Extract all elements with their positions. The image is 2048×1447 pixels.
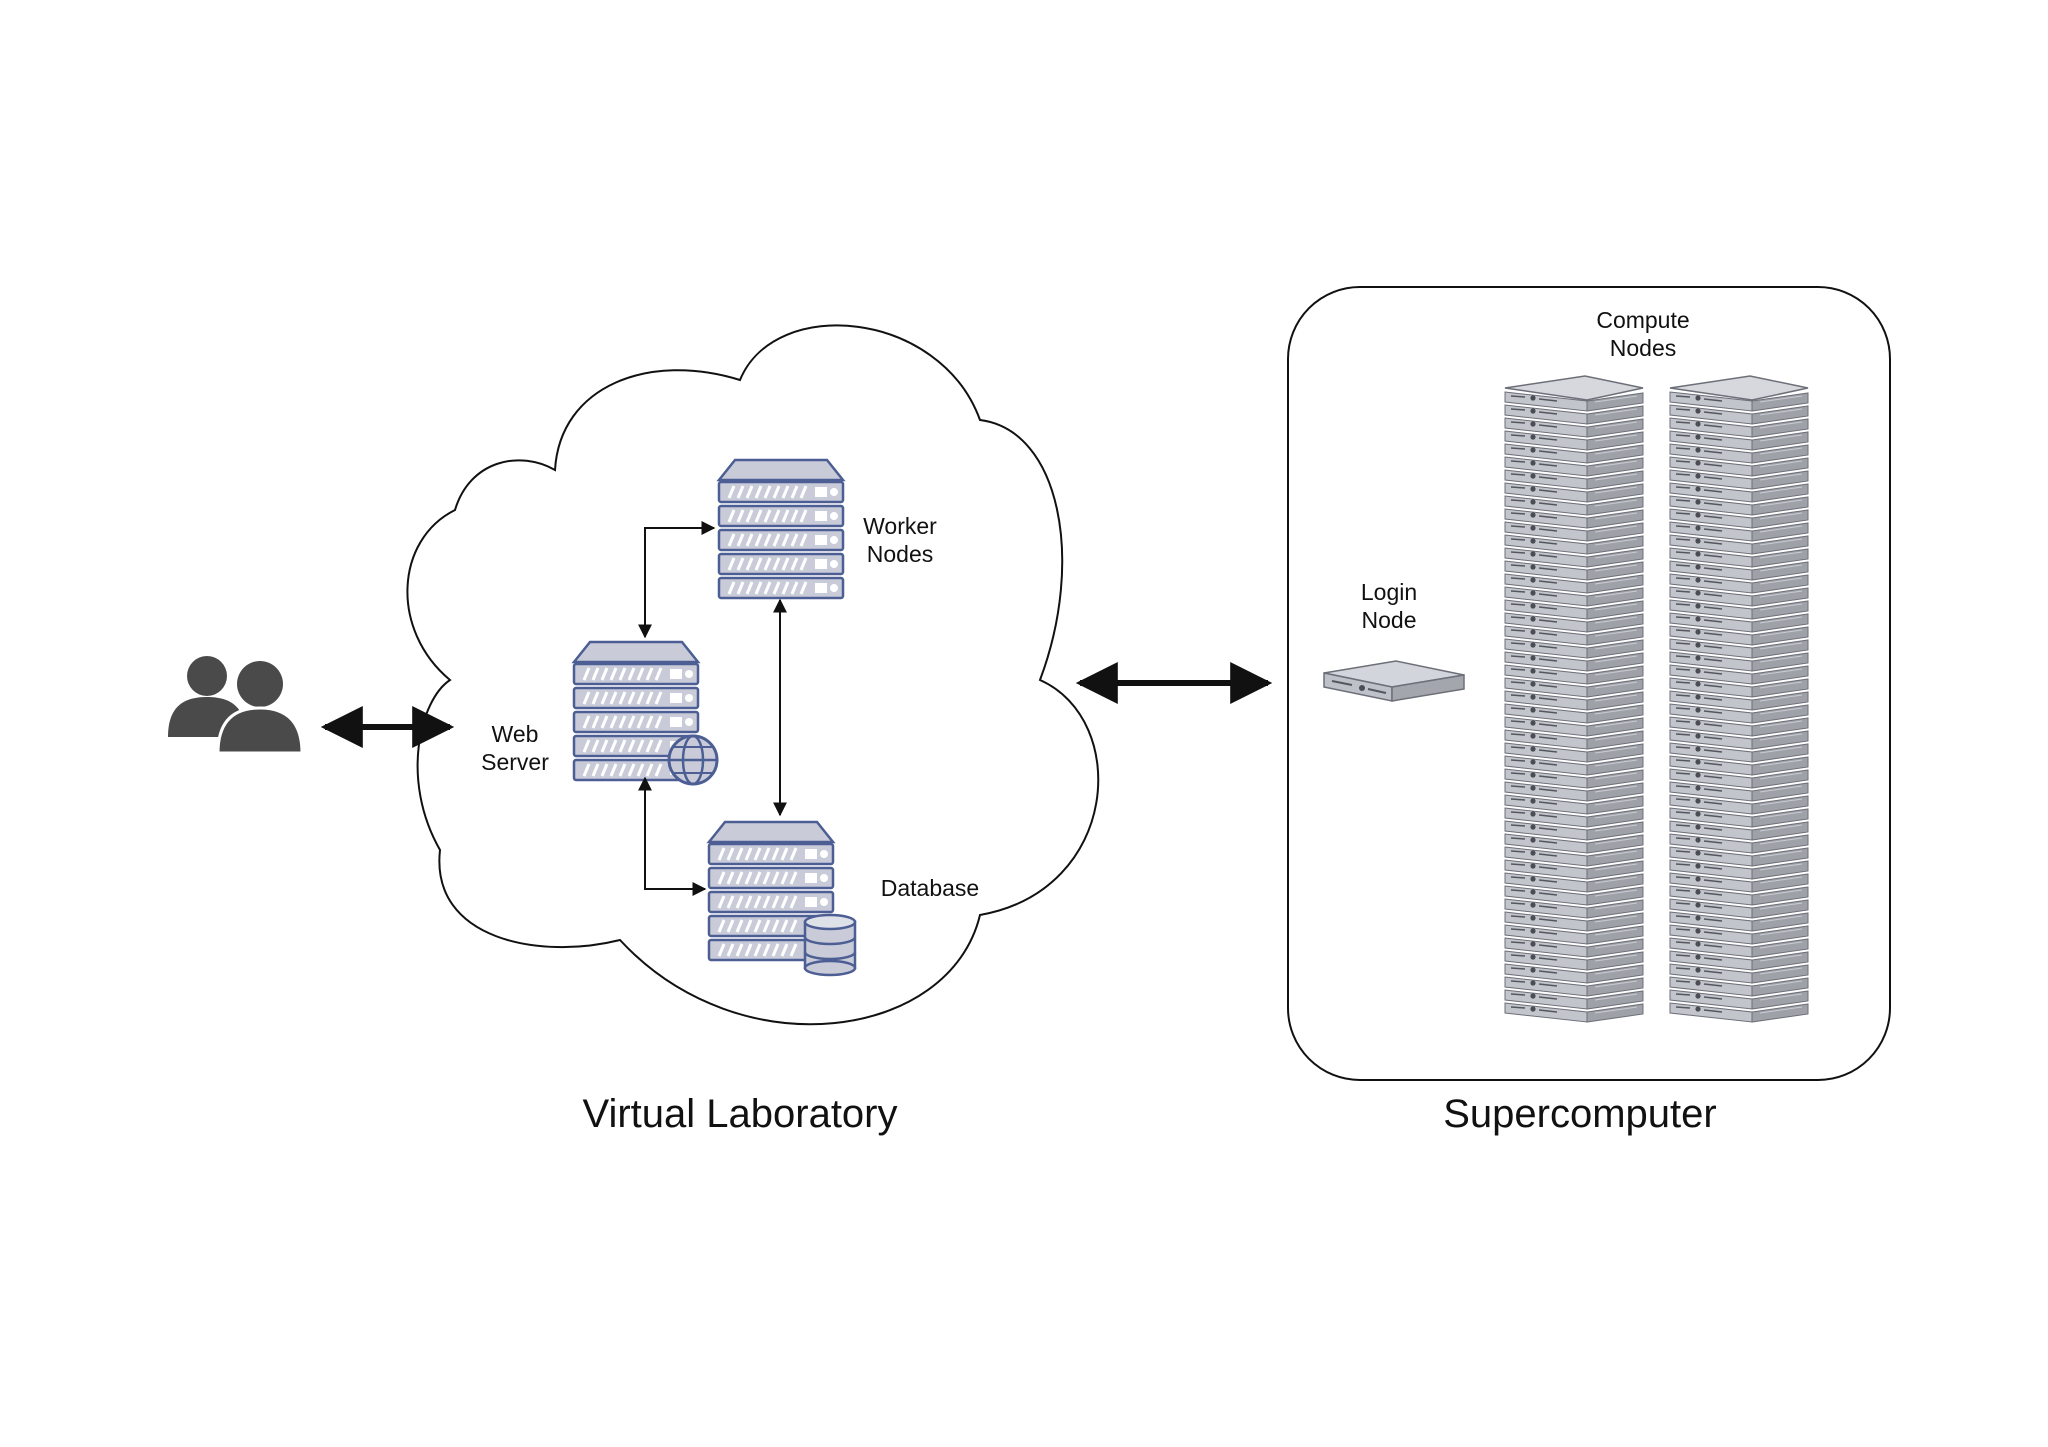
web-server-icon [571, 640, 719, 786]
worker-nodes-label-line2: Nodes [866, 541, 934, 568]
web-to-worker-connector [638, 521, 716, 639]
supercomputer-title: Supercomputer [1443, 1092, 1717, 1136]
web-server-label-line2: Server [481, 749, 549, 776]
compute-nodes-label-line2: Nodes [1609, 335, 1677, 362]
login-node-label: Login Node [1344, 578, 1434, 634]
worker-nodes-icon [716, 458, 846, 600]
web-server-label-line1: Web [491, 721, 539, 747]
users-icon [168, 656, 304, 755]
compute-node-rack-2 [1669, 375, 1809, 1023]
compute-nodes-label-line1: Compute [1596, 307, 1690, 333]
login-node-icon [1323, 660, 1465, 702]
web-server-label: Web Server [468, 720, 562, 776]
virtual-laboratory-title: Virtual Laboratory [582, 1092, 898, 1136]
login-node-label-line1: Login [1360, 579, 1418, 605]
worker-nodes-label-line1: Worker [863, 513, 937, 539]
database-cylinder-icon [803, 913, 857, 977]
supercomputer-frame [1287, 286, 1891, 1081]
login-node-label-line2: Node [1361, 607, 1417, 634]
compute-node-rack-1 [1504, 375, 1644, 1023]
web-to-database-connector [638, 776, 707, 896]
database-icon [706, 820, 857, 977]
worker-nodes-label: Worker Nodes [848, 512, 952, 568]
database-label: Database [880, 875, 980, 901]
cloud-outline [406, 324, 1100, 1026]
compute-nodes-label: Compute Nodes [1586, 306, 1700, 362]
globe-icon [667, 734, 719, 786]
